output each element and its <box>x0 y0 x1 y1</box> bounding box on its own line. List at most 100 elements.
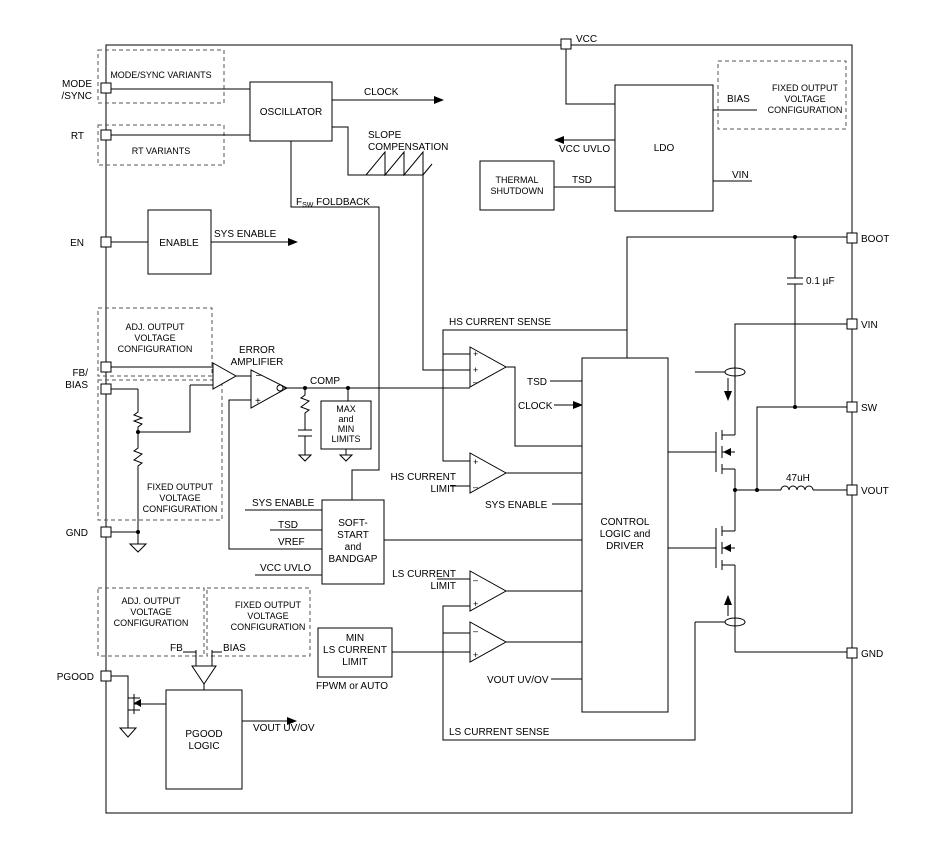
comp-network <box>298 388 312 455</box>
fixed-output-fb-box <box>97 379 223 521</box>
oscillator-block <box>249 81 333 142</box>
ground-symbol-pgood <box>118 727 138 738</box>
ls-min-minus: – <box>473 626 478 636</box>
wire-pgood-select <box>195 650 213 690</box>
min-ls-limit-block <box>317 627 393 678</box>
error-amp-minus: – <box>256 370 262 381</box>
hs-current-sense-label: HS CURRENT SENSE <box>449 317 551 328</box>
pin-vcc <box>560 38 572 50</box>
mode-sync-variants-label: MODE/SYNC VARIANTS <box>110 70 211 80</box>
wire-divider-tap <box>138 385 191 433</box>
hs-limit-plus: + <box>473 457 478 467</box>
pin-mode-sync <box>100 82 112 94</box>
pwm-comp-minus: – <box>473 377 478 387</box>
inductor <box>780 485 814 491</box>
vout-uvov-in-label: VOUT UV/OV <box>487 675 549 686</box>
hs-fet-arrow <box>723 448 731 456</box>
pin-mode-sync-label: MODE/SYNC <box>61 79 92 102</box>
ls-current-sense-label: LS CURRENT SENSE <box>449 727 550 738</box>
pin-pgood <box>100 670 112 682</box>
gnd-left-node <box>136 530 140 534</box>
pwm-comparator <box>469 346 508 388</box>
control-logic-block <box>581 357 669 713</box>
ls-min-comparator <box>469 621 508 663</box>
ls-limit-plus: + <box>473 599 478 609</box>
chip-outline <box>105 44 853 814</box>
clock-out-label: CLOCK <box>364 87 399 98</box>
pin-vin <box>846 318 858 330</box>
pin-pgood-label: PGOOD <box>57 672 94 683</box>
pin-gnd-right <box>846 647 858 659</box>
fsw-foldback-label: FSW FOLDBACK <box>296 197 370 209</box>
wire-vref-to-amp <box>228 399 322 550</box>
error-amp-inv-bubble <box>276 384 284 392</box>
mode-sync-variants-box <box>97 49 225 104</box>
comp-label: COMP <box>310 376 340 387</box>
pin-sw-label: SW <box>861 403 878 414</box>
hs-limit-minus: – <box>473 482 478 492</box>
adj-output-top-box <box>97 307 213 377</box>
boot-cap-label: 0.1 µF <box>806 276 835 287</box>
enable-label: ENABLE <box>159 238 199 249</box>
pin-vcc-label: VCC <box>576 34 597 45</box>
wire-slope <box>332 126 423 176</box>
oscillator-label: OSCILLATOR <box>260 107 322 118</box>
pin-fb-bias-label: FB/BIAS <box>65 368 88 391</box>
wire-divider <box>132 389 144 532</box>
rt-variants-box <box>97 124 225 166</box>
ls-fet <box>668 490 736 652</box>
pin-boot <box>846 232 858 244</box>
pwm-comp-plus-2: + <box>473 365 478 375</box>
ground-symbol-comp <box>297 454 313 462</box>
hs-limit-comparator <box>469 452 508 494</box>
sys-enable-ctrl-label: SYS ENABLE <box>485 500 548 511</box>
wire-vcc-to-ldo <box>565 49 615 105</box>
pin-gnd-left <box>100 526 112 538</box>
ls-limit-minus: – <box>473 575 478 585</box>
fixed-output-pgood-box <box>206 587 311 657</box>
tsd-in-label: TSD <box>527 377 547 388</box>
pgood-fet <box>111 675 166 728</box>
wire-vin-rail <box>734 323 847 425</box>
vref-label: VREF <box>278 537 305 548</box>
wire-sw <box>756 406 847 490</box>
ss-vcc-uvlo-label: VCC UVLO <box>260 563 311 574</box>
pin-fb-bias <box>100 361 112 373</box>
boot-cap <box>787 237 803 407</box>
pin-gnd-right-label: GND <box>861 649 883 660</box>
hs-fet <box>668 425 736 490</box>
inductor-label: 47uH <box>786 473 810 484</box>
ls-fet-arrow <box>723 544 731 552</box>
pin-rt-label: RT <box>71 131 84 142</box>
adj-output-pgood-box <box>97 587 205 657</box>
wire-fb2-to-select <box>111 384 213 390</box>
vout-uvov-out-label: VOUT UV/OV <box>253 723 315 734</box>
tsd-out-label: TSD <box>572 175 592 186</box>
ls-min-plus: + <box>473 650 478 660</box>
ground-symbol-left <box>128 543 148 553</box>
wire-hs-sense-to-limit <box>442 354 470 462</box>
error-amp-plus: + <box>255 396 261 407</box>
pin-gnd-left-label: GND <box>66 528 88 539</box>
ldo-block <box>614 84 714 212</box>
pin-fb-bias-2 <box>100 383 112 395</box>
ss-tsd-label: TSD <box>278 520 298 531</box>
error-amp-triangle <box>250 369 289 409</box>
pin-vout-label: VOUT <box>861 486 889 497</box>
clock-in-label: CLOCK <box>518 401 553 412</box>
pin-en-label: EN <box>70 238 84 249</box>
rt-variants-label: RT VARIANTS <box>132 146 191 156</box>
